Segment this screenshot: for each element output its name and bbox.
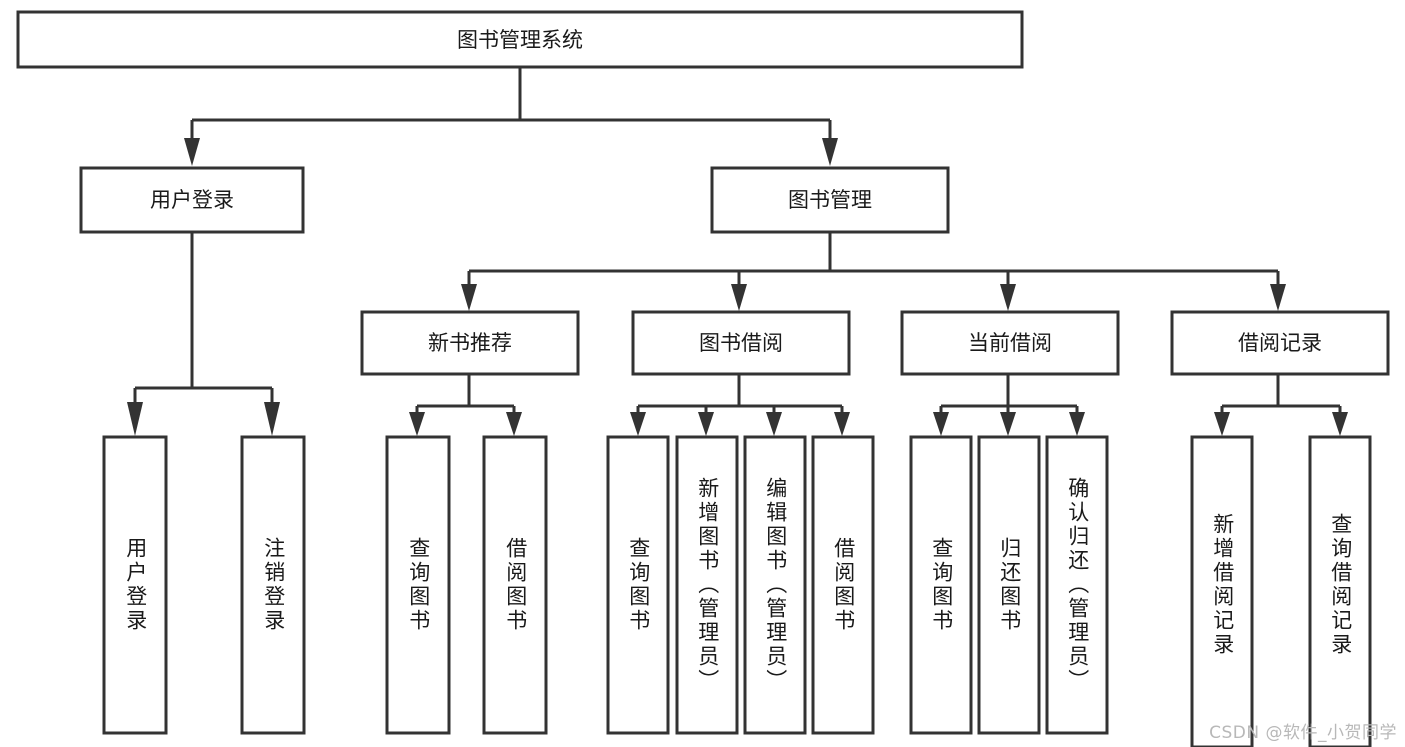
arrow-head-user-login: [184, 138, 200, 166]
leaf-box-borrow-book-1[interactable]: [482, 435, 548, 735]
connector-currentborrow-to-leaves: [933, 374, 1085, 436]
node-new-book-recommend-box[interactable]: [360, 310, 580, 376]
arrow-head-leaf-b1: [630, 412, 646, 436]
node-current-borrow-label: 当前借阅: [968, 331, 1052, 355]
arrow-head-leaf-r2: [1332, 412, 1348, 436]
node-new-book-recommend-label: 新书推荐: [428, 331, 512, 355]
arrow-head-leaf-u1: [127, 402, 143, 436]
connector-borrowrecord-to-leaves: [1214, 374, 1348, 436]
node-root[interactable]: 图书管理系统: [16, 10, 1024, 69]
arrow-head-leaf-b4: [834, 412, 850, 436]
arrow-head-borrow-record: [1270, 284, 1286, 311]
leaf-box-query-book-3[interactable]: [909, 435, 973, 735]
node-book-borrow-box[interactable]: [631, 310, 851, 376]
node-book-manage-box[interactable]: [710, 166, 950, 234]
arrow-head-leaf-u2: [264, 402, 280, 436]
arrow-head-leaf-c1: [933, 412, 949, 436]
arrow-head-leaf-c3: [1069, 412, 1085, 436]
node-user-login[interactable]: 用户登录: [79, 166, 305, 234]
node-book-borrow[interactable]: 图书借阅: [631, 310, 851, 376]
node-borrow-record-box[interactable]: [1170, 310, 1390, 376]
arrow-head-leaf-b3: [766, 412, 782, 436]
node-current-borrow[interactable]: 当前借阅: [900, 310, 1120, 376]
node-book-manage-label: 图书管理: [788, 188, 872, 212]
node-current-borrow-box[interactable]: [900, 310, 1120, 376]
node-new-book-recommend[interactable]: 新书推荐: [360, 310, 580, 376]
connector-userlogin-to-leaves: [127, 232, 280, 436]
csdn-watermark: CSDN @软件_小贺同学: [1209, 723, 1397, 743]
connector-bookmanage-to-level3: [461, 232, 1286, 311]
node-user-login-box[interactable]: [79, 166, 305, 234]
node-borrow-record-label: 借阅记录: [1238, 331, 1322, 355]
arrow-head-leaf-r1: [1214, 412, 1230, 436]
arrow-head-leaf-n1: [409, 412, 425, 436]
arrow-head-leaf-n2: [506, 412, 522, 436]
leaf-box-edit-book[interactable]: [743, 435, 807, 735]
connector-root-to-level2: [184, 67, 838, 166]
arrow-head-leaf-c2: [1000, 412, 1016, 436]
leaf-box-query-book-1[interactable]: [385, 435, 451, 735]
leaf-box-query-record[interactable]: [1308, 435, 1372, 747]
leaf-box-logout[interactable]: [240, 435, 306, 735]
node-book-manage[interactable]: 图书管理: [710, 166, 950, 234]
arrow-head-book-manage: [822, 138, 838, 166]
arrow-head-leaf-b2: [698, 412, 714, 436]
leaf-box-confirm-return[interactable]: [1045, 435, 1109, 735]
leaf-box-borrow-book-2[interactable]: [811, 435, 875, 735]
leaf-box-user-login[interactable]: [102, 435, 168, 735]
leaf-box-query-book-2[interactable]: [606, 435, 670, 735]
leaf-box-add-book[interactable]: [675, 435, 739, 735]
arrow-head-new-book: [461, 284, 477, 311]
node-user-login-label: 用户登录: [150, 188, 234, 212]
arrow-head-book-borrow: [731, 284, 747, 311]
node-book-borrow-label: 图书借阅: [699, 331, 783, 355]
connector-newbook-to-leaves: [409, 374, 522, 436]
leaf-box-return-book[interactable]: [977, 435, 1041, 735]
node-root-box[interactable]: [16, 10, 1024, 69]
node-borrow-record[interactable]: 借阅记录: [1170, 310, 1390, 376]
arrow-head-current-borrow: [1000, 284, 1016, 311]
connector-bookborrow-to-leaves: [630, 374, 850, 436]
node-root-label: 图书管理系统: [457, 28, 583, 52]
leaf-box-add-record[interactable]: [1190, 435, 1254, 747]
